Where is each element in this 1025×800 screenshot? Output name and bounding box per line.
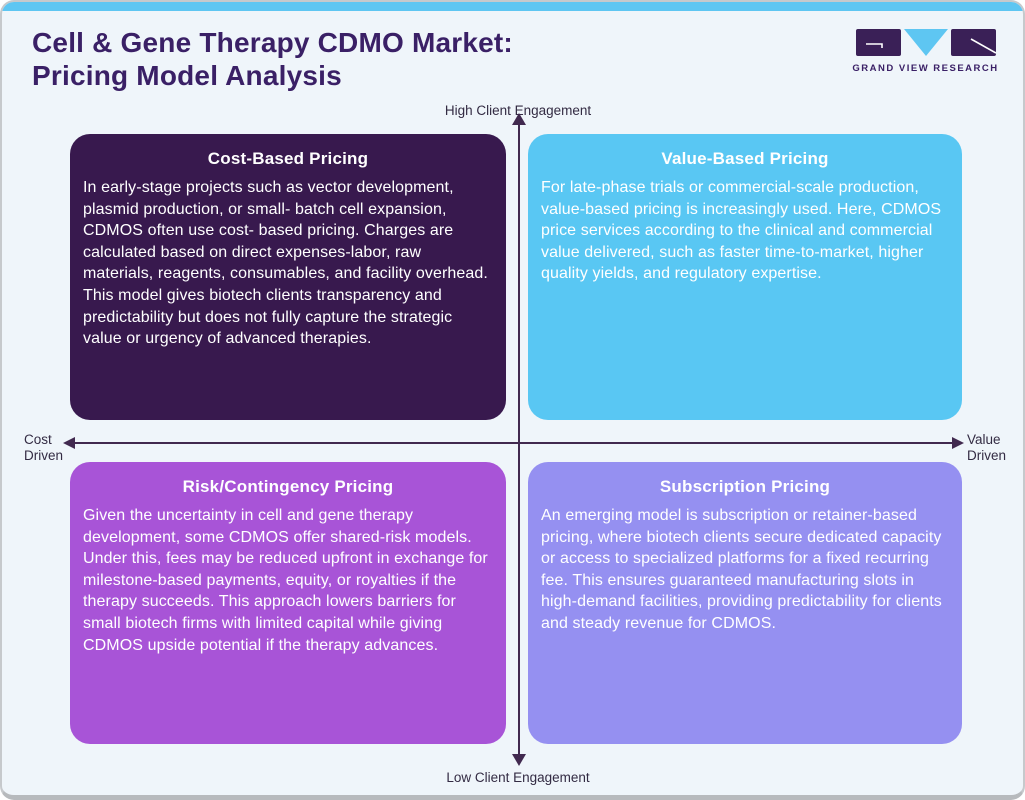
quadrant-value-based-pricing: Value-Based Pricing For late-phase trial… [528, 134, 962, 420]
vertical-axis-line [518, 123, 520, 755]
axis-label-left: Cost Driven [24, 432, 63, 464]
logo-right-block-icon [950, 29, 996, 56]
quadrant-body: In early-stage projects such as vector d… [83, 179, 488, 348]
logo-left-block-icon [855, 29, 901, 56]
arrow-right-icon [952, 437, 964, 449]
axis-label-right: Value Driven [967, 432, 1006, 464]
quadrant-body: For late-phase trials or commercial-scal… [541, 179, 942, 283]
logo-mark [855, 29, 996, 57]
quadrant-title: Cost-Based Pricing [207, 149, 369, 168]
axis-label-top: High Client Engagement [444, 103, 592, 118]
arrow-left-icon [63, 437, 75, 449]
arrow-up-icon [512, 113, 526, 125]
logo-triangle-icon [903, 29, 948, 56]
quadrant-subscription-pricing: Subscription Pricing An emerging model i… [528, 462, 962, 744]
axis-label-left-line1: Cost [24, 432, 52, 447]
axis-label-left-line2: Driven [24, 448, 64, 463]
page-title-line1: Cell & Gene Therapy CDMO Market: [32, 27, 513, 58]
quadrant-title: Value-Based Pricing [661, 149, 829, 168]
page-title-line2: Pricing Model Analysis [32, 60, 342, 91]
horizontal-axis-line [74, 442, 952, 444]
arrow-down-icon [512, 754, 526, 766]
axis-label-bottom: Low Client Engagement [446, 770, 590, 785]
quadrant-body: An emerging model is subscription or ret… [541, 507, 942, 632]
quadrant-risk-contingency-pricing: Risk/Contingency Pricing Given the uncer… [70, 462, 506, 744]
logo-wordmark: GRAND VIEW RESEARCH [852, 63, 999, 74]
page-title: Cell & Gene Therapy CDMO Market: Pricing… [32, 26, 513, 92]
quadrant-title: Risk/Contingency Pricing [182, 477, 394, 496]
quadrant-body: Given the uncertainty in cell and gene t… [83, 507, 488, 654]
axis-label-right-line1: Value [967, 432, 1001, 447]
quadrant-cost-based-pricing: Cost-Based Pricing In early-stage projec… [70, 134, 506, 420]
grand-view-research-logo: GRAND VIEW RESEARCH [852, 29, 999, 74]
axis-label-right-line2: Driven [967, 448, 1007, 463]
top-accent-bar [2, 2, 1023, 11]
quadrant-title: Subscription Pricing [659, 477, 831, 496]
